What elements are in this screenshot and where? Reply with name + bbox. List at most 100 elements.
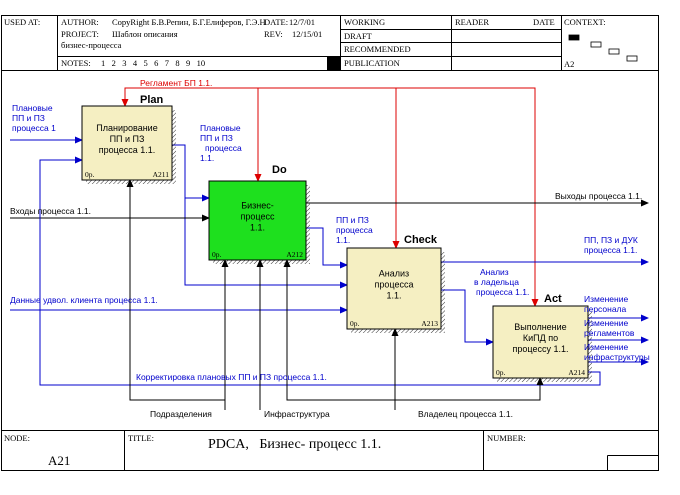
phase-label: Do [272,164,287,176]
status-working: WORKING [344,17,385,27]
label-plan-input: Плановые ПП и ПЗ процесса 1 [12,103,56,133]
context-node: A2 [564,59,574,69]
activity-text: процесса 1.1. [99,145,155,155]
label-act-outputs: Изменение персонала Изменение регламенто… [584,294,650,362]
label-departments: Подразделения [150,409,212,419]
publication-marker [327,57,340,70]
label-do-output-line: процесса [336,225,373,235]
node-value: A21 [48,453,70,468]
activity-text: Планирование [96,123,157,133]
box-body [208,180,307,261]
box-body [81,105,173,181]
activity-text: КиПД по [523,333,558,343]
project-label: PROJECT: [61,29,99,39]
activity-cost: 0р. [496,368,506,377]
label-plan-output-line: процесса [205,143,242,153]
activity-cost: 0р. [212,250,222,259]
activity-text: 1.1. [386,291,401,301]
arrow-mechanisms [126,179,544,410]
number-label: NUMBER: [487,433,526,443]
label-owner: Владелец процесса 1.1. [418,409,513,419]
label-outputs: Выходы процесса 1.1. [555,191,642,201]
activity-node-number: A211 [153,170,170,179]
activity-text: процесс [241,212,275,222]
author-label: AUTHOR: [61,17,99,27]
node-label: NODE: [4,433,30,443]
date-value: 12/7/01 [289,17,315,27]
title-label: TITLE: [128,433,154,443]
label-inputs: Входы процесса 1.1. [10,206,91,216]
label-change-personnel: Изменение [584,294,628,304]
activity-text: 1.1. [250,223,265,233]
label-plan-output-line: ПП и ПЗ [200,133,233,143]
box-body [492,305,589,379]
label-client-data: Данные удвол. клиента процесса 1.1. [10,295,158,305]
label-change-personnel: персонала [584,304,627,314]
rev-label: REV: [264,29,283,39]
label-plan-output: Плановые ПП и ПЗ процесса 1.1. [200,123,242,163]
label-plan-input-line: ПП и ПЗ [12,113,45,123]
label-check-output-line: процесса 1.1. [476,287,529,297]
date-label: DATE: [264,17,288,27]
activity-text: процесса [375,280,414,290]
label-plan-input-line: процесса 1 [12,123,56,133]
context-thumbnail [568,34,638,62]
activity-cost: 0р. [350,319,360,328]
label-change-regulations: Изменение [584,318,628,328]
author-value: CopyRight Б.В.Репин, Б.Г.Елиферов, Г.Э.Н [112,17,266,27]
activity-node-number: A214 [568,368,585,377]
project-value: Шаблон описания [112,29,178,39]
diagram-title: PDCA, Бизнес- процесс 1.1. [208,437,381,452]
label-change-regulations: регламентов [584,328,635,338]
rev-value: 12/15/01 [292,29,322,39]
arrow-plan-output [172,144,210,202]
activity-cost: 0р. [85,170,95,179]
label-change-infrastructure: инфраструктуры [584,352,650,362]
activity-node-number: A213 [421,319,438,328]
label-do-output-line: 1.1. [336,235,350,245]
status-recommended: RECOMMENDED [344,44,411,54]
arrow-check-to-act [441,289,494,346]
arrow-plan-to-check [184,198,348,289]
label-correction: Корректировка плановых ПП и ПЗ процесса … [136,372,327,382]
arrow-act-outputs [588,314,649,366]
activity-text: Выполнение [514,322,566,332]
box-body [346,247,442,330]
activity-text: процессу 1.1. [513,344,569,354]
phase-label: Plan [140,94,164,106]
status-draft: DRAFT [344,31,373,41]
context-label: CONTEXT: [564,17,606,27]
label-plan-output-line: 1.1. [200,153,214,163]
status-publication: PUBLICATION [344,58,400,68]
activity-node-number: A212 [286,250,303,259]
label-do-output-line: ПП и ПЗ [336,215,369,225]
notes-label: NOTES: [61,58,91,68]
label-pp-duk-line: ПП, ПЗ и ДУК [584,235,638,245]
label-check-output: Анализ в ладельца процесса 1.1. [474,267,529,297]
phase-label: Check [404,234,438,246]
label-pp-duk: ПП, ПЗ и ДУК процесса 1.1. [584,235,638,255]
label-pp-duk-line: процесса 1.1. [584,245,637,255]
label-check-output-line: в ладельца [474,277,519,287]
label-do-output: ПП и ПЗ процесса 1.1. [336,215,373,245]
used-at-label: USED AT: [4,17,40,27]
label-plan-input-line: Плановые [12,103,53,113]
reader-label: READER [455,17,489,27]
phase-label: Act [544,293,562,305]
label-check-output-line: Анализ [480,267,509,277]
project-value-line2: бизнес-процесса [61,40,122,50]
label-plan-output-line: Плановые [200,123,241,133]
label-change-infrastructure: Изменение [584,342,628,352]
arrow-correction [39,156,601,386]
footer-frame [1,430,659,471]
notes-numbers: 1 2 3 4 5 6 7 8 9 10 [101,58,205,68]
activity-text: Бизнес- [241,201,274,211]
arrow-reglament [121,87,539,307]
activity-text: Анализ [379,269,409,279]
